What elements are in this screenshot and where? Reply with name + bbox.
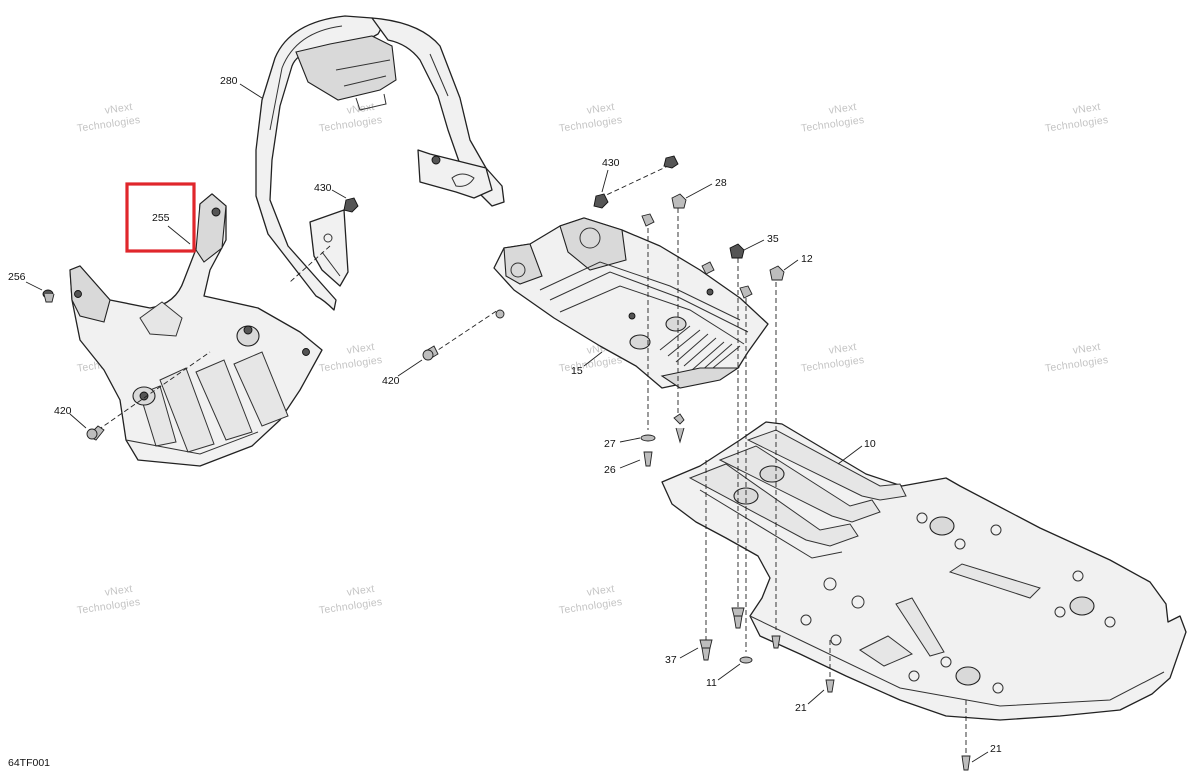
callout-430-upper[interactable]: 430 [314,182,332,194]
fastener-12-nut[interactable] [769,265,785,281]
part-15-center-skid-plate[interactable] [493,217,769,389]
fastener-26-screw[interactable] [643,451,653,467]
callout-27[interactable]: 27 [604,438,616,450]
callout-420-left[interactable]: 420 [54,405,72,417]
watermark-line-2: Technologies [1044,354,1109,375]
figure-code: 64TF001 [8,757,50,769]
callout-35[interactable]: 35 [767,233,779,245]
assembly-lines [97,165,967,758]
watermark-line-2: Technologies [318,114,383,135]
fastener-420-bolt-left[interactable] [86,425,105,441]
callout-12[interactable]: 12 [801,253,813,265]
watermark-line-2: Technologies [1044,114,1109,135]
callout-labels: 255 256 280 430 420 420 430 28 35 12 15 … [8,75,1002,755]
fastener-430-nut-upper[interactable] [343,197,359,213]
watermark-line-2: Technologies [76,114,141,135]
fastener-27-washer[interactable] [640,413,685,444]
watermark-line-1: vNext [586,101,615,117]
watermark-line-1: vNext [346,101,375,117]
watermark-line-1: vNext [104,101,133,117]
watermark-line-2: Technologies [800,114,865,135]
watermark-line-1: vNext [828,101,857,117]
watermark-line-2: Technologies [558,354,623,375]
callout-28[interactable]: 28 [715,177,727,189]
callout-21-upper[interactable]: 21 [795,702,807,714]
fastener-28-nut[interactable] [641,193,687,227]
callout-26[interactable]: 26 [604,464,616,476]
callout-21-lower[interactable]: 21 [990,743,1002,755]
watermark-line-1: vNext [1072,101,1101,117]
part-280-bumper-frame[interactable] [255,15,505,311]
fastener-21-screw-lower[interactable] [961,755,971,771]
watermark-line-1: vNext [828,341,857,357]
callout-256[interactable]: 256 [8,271,26,283]
fastener-11-bolt[interactable] [739,635,781,664]
watermark-line-1: vNext [346,341,375,357]
watermark-line-1: vNext [104,583,133,599]
watermark-line-2: Technologies [800,354,865,375]
watermark-line-2: Technologies [318,354,383,375]
watermark-line-1: vNext [586,583,615,599]
fastener-21-screw-upper[interactable] [825,679,835,693]
watermark-line-1: vNext [1072,341,1101,357]
callout-15[interactable]: 15 [571,365,583,377]
watermark-line-2: Technologies [558,596,623,617]
callout-10[interactable]: 10 [864,438,876,450]
callout-430-center[interactable]: 430 [602,157,620,169]
highlight-box-part-255 [125,182,196,253]
fastener-256-bolt[interactable] [42,289,55,303]
callout-420-center[interactable]: 420 [382,375,400,387]
fastener-35-nut[interactable] [701,243,753,299]
fastener-37-bolt[interactable] [699,607,745,661]
watermark-line-2: Technologies [318,596,383,617]
watermark-line-1: vNext [346,583,375,599]
callout-37[interactable]: 37 [665,654,677,666]
leader-lines [25,83,989,763]
callout-255[interactable]: 255 [152,212,170,224]
callout-11[interactable]: 11 [706,677,717,689]
watermark-line-2: Technologies [558,114,623,135]
fastener-430-nut-center[interactable] [593,155,679,209]
callout-280[interactable]: 280 [220,75,238,87]
part-255-front-skid-plate[interactable] [69,193,323,467]
part-10-rear-skid-plate[interactable] [661,421,1187,721]
fastener-420-bolt-center[interactable] [422,309,505,361]
watermark-line-2: Technologies [76,596,141,617]
